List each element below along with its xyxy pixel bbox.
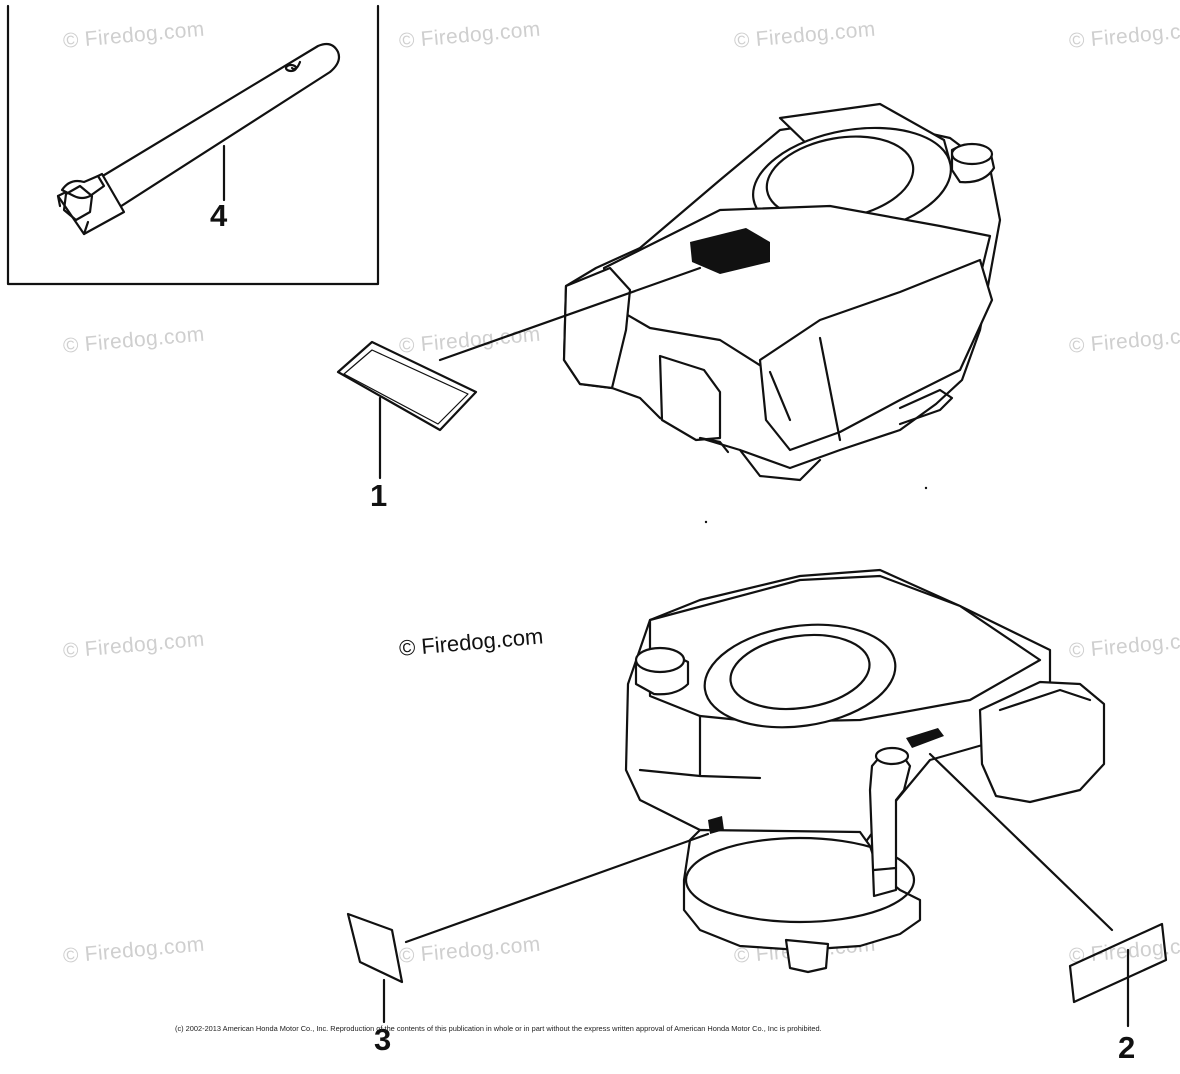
copyright-notice: (c) 2002-2013 American Honda Motor Co., … — [175, 1024, 822, 1033]
callout-4: 4 — [210, 198, 228, 233]
callout-1: 1 — [370, 478, 388, 513]
callout-3: 3 — [374, 1022, 392, 1057]
callout-2: 2 — [1118, 1030, 1136, 1065]
engine-top-view — [562, 102, 1002, 482]
engine-bottom-view — [624, 568, 1106, 974]
label-sticker-icon — [336, 266, 702, 480]
label-sticker-icon — [928, 752, 1168, 1028]
label-sticker-icon — [346, 832, 710, 1024]
spark-plug-wrench-icon — [56, 42, 341, 236]
tool-inset-box — [6, 4, 380, 286]
